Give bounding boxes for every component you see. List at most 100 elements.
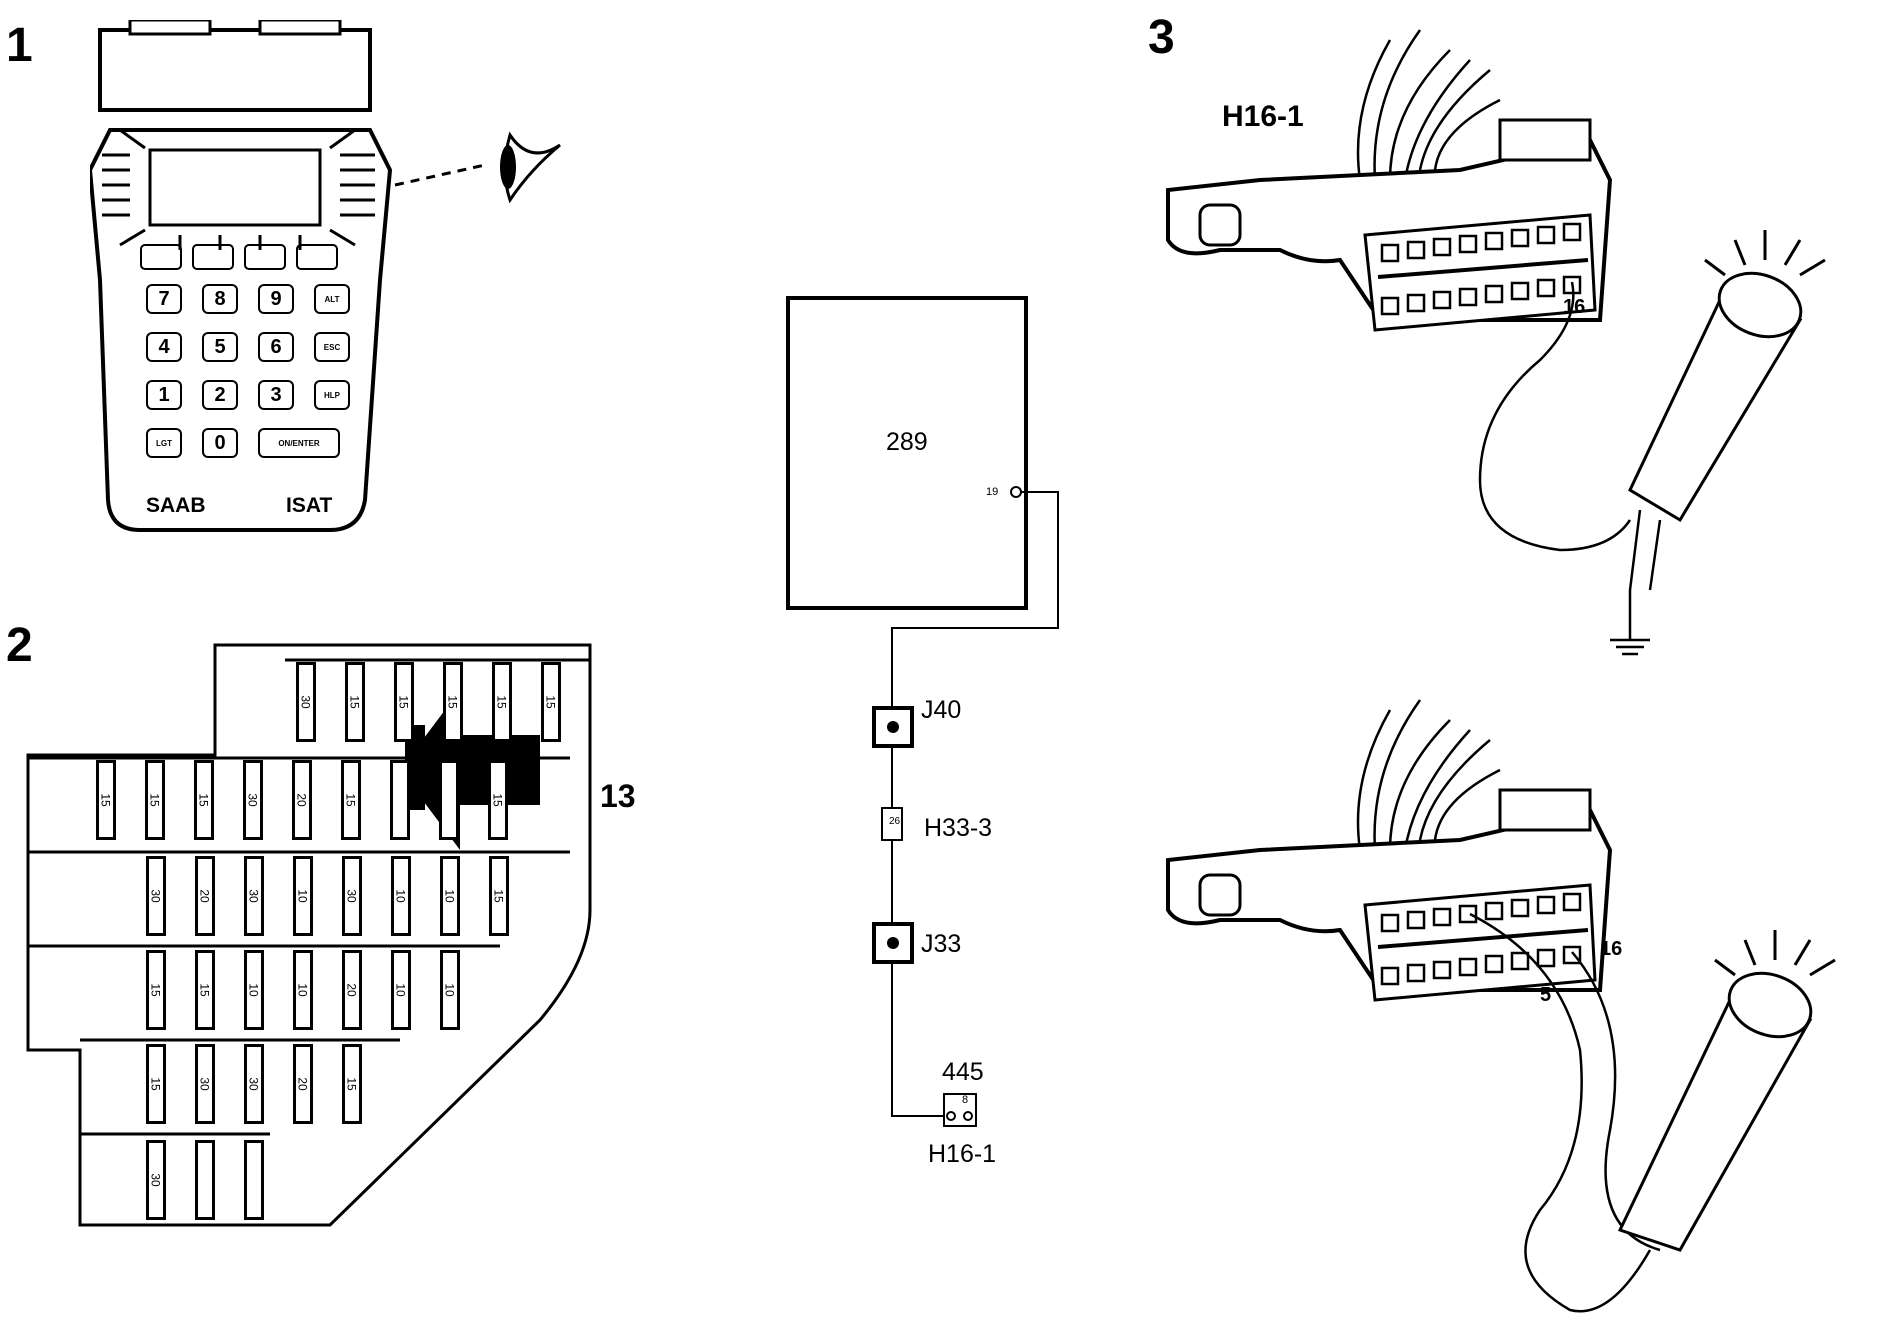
fuse-rating: 10 — [442, 889, 457, 903]
fuse: 15 — [145, 760, 165, 840]
isat-function-key — [296, 244, 338, 270]
connector-h16-pin-label: 8 — [962, 1094, 969, 1106]
module-label: 289 — [886, 428, 928, 456]
isat-key: 7 — [146, 284, 182, 314]
fuse: 15 — [146, 1044, 166, 1124]
fuse: 15 — [345, 662, 365, 742]
isat-keypad — [140, 244, 340, 270]
isat-function-key — [244, 244, 286, 270]
fuse-rating: 20 — [344, 983, 359, 997]
fuse: 30 — [243, 760, 263, 840]
fuse: 15 — [492, 662, 512, 742]
fuse: 30 — [244, 856, 264, 936]
isat-brand-label: SAAB — [146, 494, 206, 517]
fuse: 30 — [195, 1044, 215, 1124]
isat-key: ON/ENTER — [258, 428, 340, 458]
fuse: 10 — [391, 950, 411, 1030]
junction-j33-label: J33 — [921, 930, 962, 958]
obd-pin-5-label: 5 — [1540, 984, 1552, 1006]
fuse-rating: 15 — [490, 793, 505, 807]
fuse: 20 — [342, 950, 362, 1030]
fuse-rating: 15 — [98, 793, 113, 807]
isat-key: 6 — [258, 332, 294, 362]
fuse: 15 — [488, 760, 508, 840]
fuse-rating: 30 — [344, 889, 359, 903]
wire-number-label: 445 — [942, 1058, 984, 1086]
obd-connector-label: H16-1 — [1222, 100, 1304, 133]
fuse — [439, 760, 459, 840]
isat-key: LGT — [146, 428, 182, 458]
fuse: 30 — [146, 856, 166, 936]
fuse: 15 — [194, 760, 214, 840]
fuse: 15 — [394, 662, 414, 742]
obd-connector-bottom-illustration — [1166, 699, 1836, 1313]
isat-function-key — [140, 244, 182, 270]
fuse: 10 — [293, 856, 313, 936]
fuse-rating: 30 — [197, 1077, 212, 1091]
fuse: 10 — [440, 856, 460, 936]
fuse-rating: 15 — [197, 983, 212, 997]
fuse: 15 — [489, 856, 509, 936]
connector-h33-pin-label: 26 — [889, 816, 901, 827]
fuse-rating: 15 — [491, 889, 506, 903]
fuse-rating: 15 — [543, 695, 558, 709]
fuse-box-illustration — [26, 643, 592, 1227]
fuse-rating: 30 — [246, 889, 261, 903]
fuse-rating: 30 — [148, 1173, 163, 1187]
fuse-rating: 10 — [295, 889, 310, 903]
fuse-rating: 10 — [393, 983, 408, 997]
connector-h16-label: H16-1 — [928, 1140, 997, 1168]
fuse: 15 — [195, 950, 215, 1030]
fuse: 10 — [391, 856, 411, 936]
fuse: 10 — [244, 950, 264, 1030]
fuse-rating: 10 — [246, 983, 261, 997]
fuse: 20 — [293, 1044, 313, 1124]
fuse-rating: 20 — [197, 889, 212, 903]
fuse — [244, 1140, 264, 1220]
fuse-rating: 15 — [148, 1077, 163, 1091]
isat-key: 5 — [202, 332, 238, 362]
fuse-rating: 15 — [494, 695, 509, 709]
connector-h33-label: H33-3 — [924, 814, 993, 842]
wiring-schematic — [786, 296, 1059, 1127]
isat-key: 0 — [202, 428, 238, 458]
isat-keypad-row: LGT 0 ON/ENTER — [146, 428, 350, 458]
panel-number-1: 1 — [6, 19, 33, 72]
fuse-rating: 15 — [396, 695, 411, 709]
fuse: 10 — [440, 950, 460, 1030]
isat-key: HLP — [314, 380, 350, 410]
fuse: 20 — [195, 856, 215, 936]
isat-key: ESC — [314, 332, 350, 362]
fuse-rating: 15 — [196, 793, 211, 807]
fuse-rating: 10 — [295, 983, 310, 997]
junction-j40-label: J40 — [921, 696, 962, 724]
fuse: 15 — [443, 662, 463, 742]
fuse-rating: 20 — [294, 793, 309, 807]
fuse-rating: 30 — [298, 695, 313, 709]
fuse: 30 — [244, 1044, 264, 1124]
fuse — [195, 1140, 215, 1220]
isat-key: 3 — [258, 380, 294, 410]
isat-key: 9 — [258, 284, 294, 314]
fuse: 20 — [292, 760, 312, 840]
fuse-rating: 15 — [148, 983, 163, 997]
isat-key: 1 — [146, 380, 182, 410]
fuse: 30 — [296, 662, 316, 742]
fuse-rating: 30 — [246, 1077, 261, 1091]
isat-key: ALT — [314, 284, 350, 314]
panel-number-3: 3 — [1148, 11, 1175, 64]
fuse-rating: 10 — [442, 983, 457, 997]
fuse: 15 — [96, 760, 116, 840]
fuse: 15 — [342, 1044, 362, 1124]
fuse-rating: 30 — [245, 793, 260, 807]
fuse-rating: 15 — [343, 793, 358, 807]
isat-function-key — [192, 244, 234, 270]
fuse: 10 — [293, 950, 313, 1030]
fuse: 30 — [146, 1140, 166, 1220]
isat-key: 8 — [202, 284, 238, 314]
fuse-rating: 10 — [393, 889, 408, 903]
fuse-callout-label: 13 — [600, 778, 636, 814]
